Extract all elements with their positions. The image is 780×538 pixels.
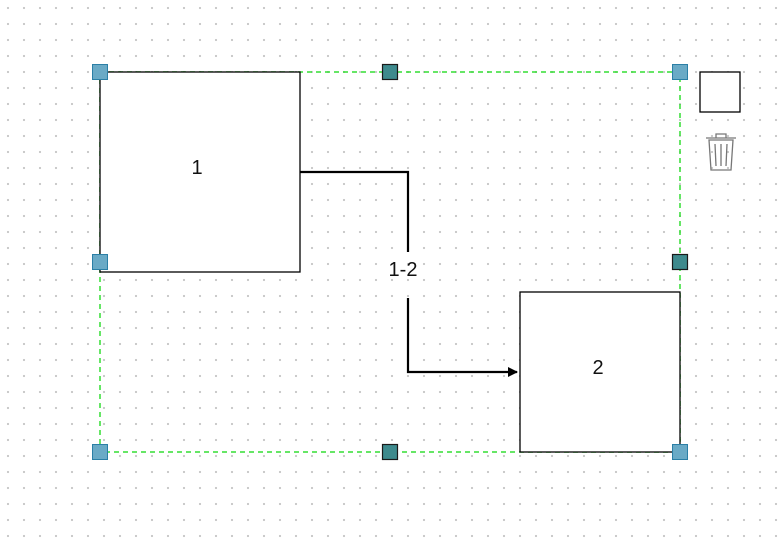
edge-segment-top[interactable] [300, 170, 410, 252]
edge-label: 1-2 [389, 259, 418, 281]
node-2[interactable]: 2 [519, 291, 681, 453]
resize-handle-top-left[interactable] [92, 64, 108, 80]
node-1-label: 1 [191, 157, 202, 179]
resize-handle-left[interactable] [92, 254, 108, 270]
resize-handle-right[interactable] [671, 253, 689, 271]
resize-handle-bottom-right[interactable] [672, 444, 688, 460]
resize-handle-bottom[interactable] [381, 443, 399, 461]
square-shape-icon[interactable] [699, 71, 741, 113]
node-1-rect[interactable] [99, 71, 301, 273]
resize-handle-top-right[interactable] [672, 64, 688, 80]
node-2-rect[interactable] [519, 291, 681, 453]
node-1[interactable]: 1 [99, 71, 301, 273]
resize-handle-top[interactable] [381, 63, 399, 81]
resize-handle-bottom-left[interactable] [92, 444, 108, 460]
trash-icon[interactable] [706, 133, 736, 171]
edge-1-2[interactable]: 1-2 [300, 170, 518, 377]
edge-segment-bottom[interactable] [406, 298, 518, 377]
node-2-label: 2 [592, 357, 603, 379]
